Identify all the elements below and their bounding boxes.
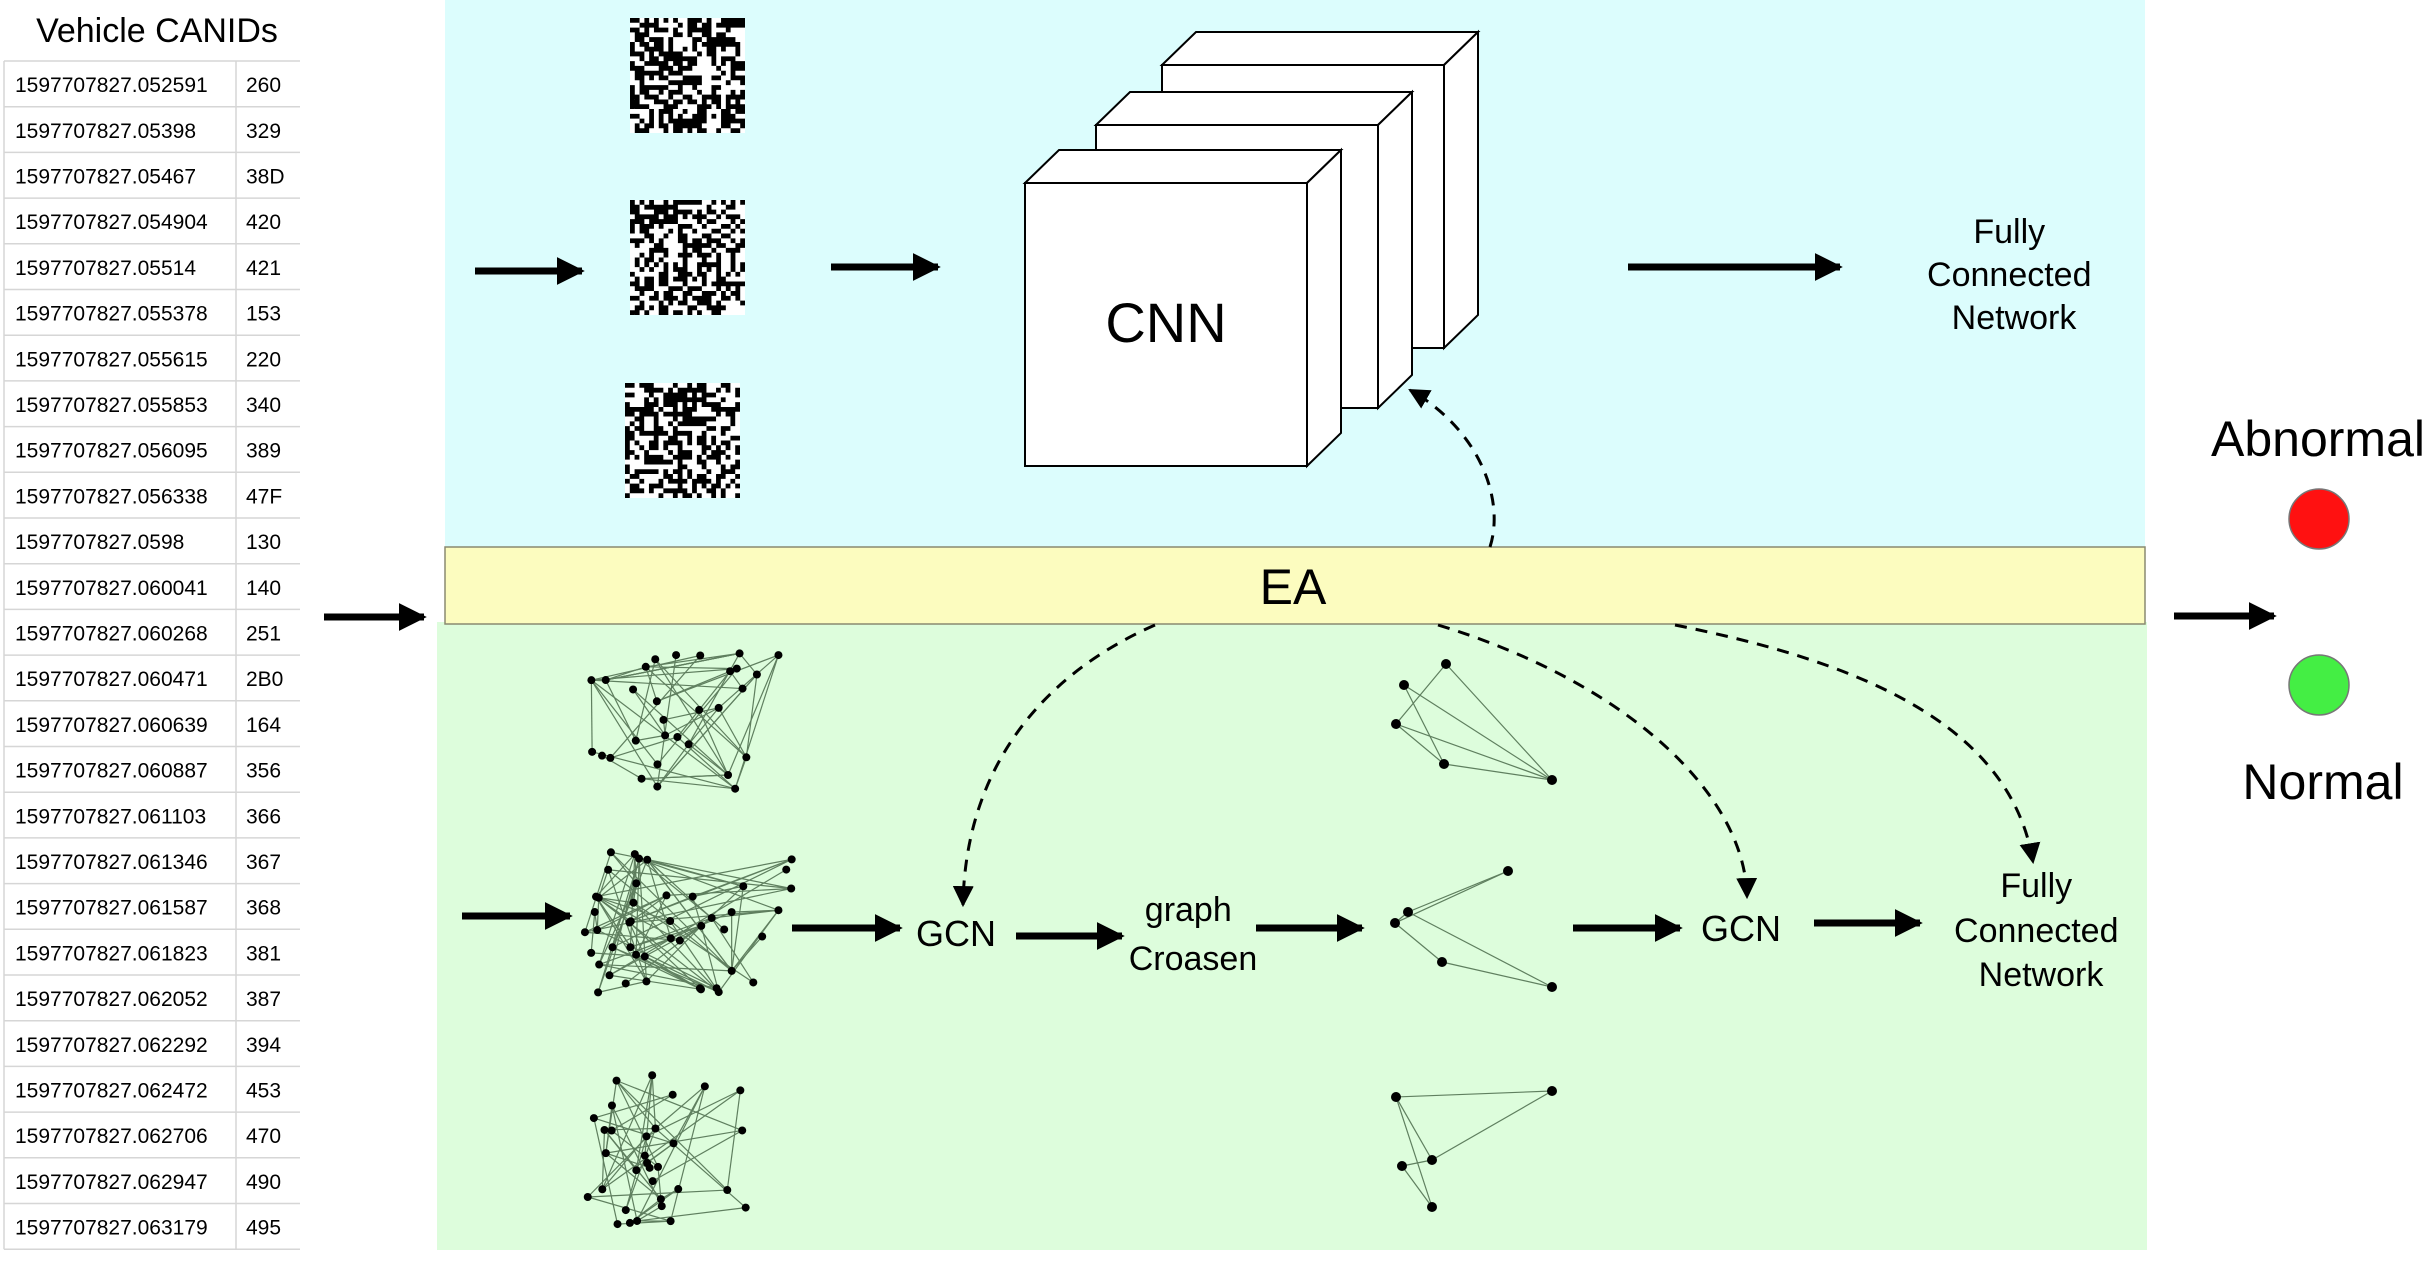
coarsened-graph: [1391, 659, 1557, 785]
coarsened-graph: [1390, 866, 1557, 992]
gcn-fc-line-2: Connected: [1954, 912, 2118, 950]
table-cell-timestamp: 1597707827.061346: [15, 851, 208, 874]
table-cell-timestamp: 1597707827.0598: [15, 531, 184, 554]
table-cell-canid: 421: [246, 257, 281, 280]
table-cell-timestamp: 1597707827.056338: [15, 485, 208, 508]
table-cell-canid: 367: [246, 851, 281, 874]
abnormal-indicator: [2288, 488, 2350, 550]
table-cell-canid: 453: [246, 1079, 281, 1102]
table-cell-canid: 356: [246, 760, 281, 783]
table-cell-timestamp: 1597707827.062292: [15, 1034, 208, 1057]
table-cell-timestamp: 1597707827.060471: [15, 668, 208, 691]
cnn-fc-label: Fully Connected Network: [1927, 213, 2101, 337]
table-cell-timestamp: 1597707827.05398: [15, 120, 196, 143]
table-cell-timestamp: 1597707827.063179: [15, 1217, 208, 1240]
cnn-fc-line-3: Network: [1952, 299, 2078, 337]
table-cell-canid: 220: [246, 348, 281, 371]
table-cell-timestamp: 1597707827.062947: [15, 1171, 208, 1194]
normal-label: Normal: [2242, 754, 2403, 810]
table-cell-timestamp: 1597707827.055378: [15, 303, 208, 326]
table-cell-timestamp: 1597707827.062472: [15, 1079, 208, 1102]
table-cell-canid: 164: [246, 714, 281, 737]
table-cell-timestamp: 1597707827.055853: [15, 394, 208, 417]
table-cell-canid: 153: [246, 303, 281, 326]
cnn-fc-line-2: Connected: [1927, 256, 2091, 294]
table-cell-timestamp: 1597707827.060041: [15, 577, 208, 600]
table-cell-canid: 470: [246, 1125, 281, 1148]
graph-sketch: [587, 649, 783, 793]
gcn1-label: GCN: [916, 913, 996, 954]
table-cell-canid: 381: [246, 942, 281, 965]
ea-to-gcn1-arrow: [952, 623, 1156, 908]
gcn-branch-panel: [437, 622, 2147, 1250]
table-cell-timestamp: 1597707827.060887: [15, 760, 208, 783]
table-cell-canid: 394: [246, 1034, 281, 1057]
table-title: Vehicle CANIDs: [36, 12, 278, 50]
graph-icon: [580, 649, 1557, 1229]
cnn-label: CNN: [1105, 291, 1226, 354]
coarsen-line-2: Croasen: [1129, 940, 1258, 978]
table-cell-canid: 140: [246, 577, 281, 600]
gcn-fc-line-3: Network: [1979, 956, 2105, 994]
table-cell-timestamp: 1597707827.055615: [15, 348, 208, 371]
coarsen-line-1: graph: [1145, 891, 1232, 929]
cnn-input-image: [630, 200, 745, 315]
table-cell-canid: 130: [246, 531, 281, 554]
table-cell-canid: 366: [246, 805, 281, 828]
gcn-fc-label: Fully Connected Network: [1954, 867, 2128, 994]
graph-sketch: [580, 848, 796, 997]
gcn-fc-line-1: Fully: [2000, 867, 2072, 905]
ea-bar: [444, 546, 2146, 625]
flow-arrows: [324, 253, 2277, 950]
table-cell-canid: 2B0: [246, 668, 283, 691]
canid-table: Vehicle CANIDs 1597707827.052591 260 15977…: [3, 12, 300, 1250]
table-cell-timestamp: 1597707827.061823: [15, 942, 208, 965]
cnn-layer-stack: [1022, 29, 1481, 469]
cnn-fc-line-1: Fully: [1973, 213, 2045, 251]
table-cell-canid: 329: [246, 120, 281, 143]
coarsened-graph: [1391, 1086, 1557, 1212]
table-cell-canid: 368: [246, 897, 281, 920]
table-cell-timestamp: 1597707827.054904: [15, 211, 208, 234]
graph-sketch: [583, 1071, 750, 1229]
table-cell-timestamp: 1597707827.060268: [15, 622, 208, 645]
table-cell-canid: 387: [246, 988, 281, 1011]
table-cell-canid: 420: [246, 211, 281, 234]
table-cell-canid: 260: [246, 74, 281, 97]
cnn-input-image: [625, 383, 740, 498]
table-cell-timestamp: 1597707827.062706: [15, 1125, 208, 1148]
table-cell-canid: 495: [246, 1217, 281, 1240]
table-cell-canid: 47F: [246, 485, 282, 508]
table-cell-timestamp: 1597707827.05467: [15, 165, 196, 188]
abnormal-label: Abnormal: [2211, 411, 2425, 467]
qr-pattern-icon: [625, 18, 745, 498]
gcn2-label: GCN: [1701, 908, 1781, 949]
cnn-layer-front: [1022, 147, 1344, 469]
table-cell-timestamp: 1597707827.056095: [15, 440, 208, 463]
table-cell-timestamp: 1597707827.052591: [15, 74, 208, 97]
table-cell-canid: 340: [246, 394, 281, 417]
table-cell-timestamp: 1597707827.060639: [15, 714, 208, 737]
table-cell-timestamp: 1597707827.061103: [15, 805, 206, 828]
table-cell-canid: 389: [246, 440, 281, 463]
cnn-input-image: [630, 18, 745, 133]
table-cell-timestamp: 1597707827.05514: [15, 257, 196, 280]
table-cell-canid: 251: [246, 622, 281, 645]
ea-label: EA: [1260, 559, 1327, 615]
ea-to-gcn2-arrow: [1437, 623, 1758, 900]
table-cell-timestamp: 1597707827.062052: [15, 988, 208, 1011]
table-cell-timestamp: 1597707827.061587: [15, 897, 208, 920]
normal-indicator: [2288, 654, 2350, 716]
table-cell-canid: 490: [246, 1171, 281, 1194]
table-cell-canid: 38D: [246, 165, 285, 188]
ea-to-fc-arrow: [1674, 623, 2041, 865]
coarsen-label: graph Croasen: [1129, 891, 1258, 978]
ea-attention-arrows: [952, 388, 2041, 908]
